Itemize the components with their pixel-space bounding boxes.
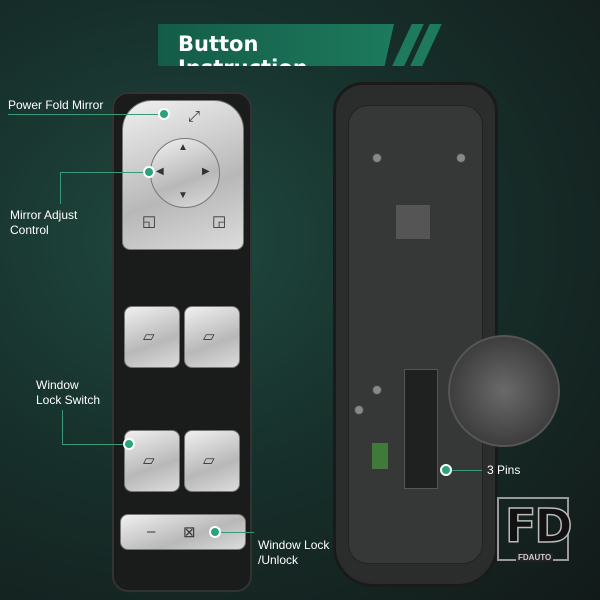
label-window-lock-unlock-2: /Unlock	[258, 553, 299, 567]
right-mirror-icon[interactable]: ◲	[212, 213, 227, 230]
connector-housing	[404, 369, 438, 489]
callout-line	[62, 410, 63, 444]
callout-dot	[158, 108, 170, 120]
callout-dot	[209, 526, 221, 538]
screw	[354, 405, 364, 415]
callout-line	[448, 470, 482, 471]
screw	[372, 385, 382, 395]
window-button-front-left[interactable]: ▱	[124, 306, 180, 368]
callout-dot	[123, 438, 135, 450]
left-mirror-icon[interactable]: ◱	[142, 213, 157, 230]
circuit-board	[372, 443, 388, 469]
label-mirror-adjust-2: Control	[10, 223, 49, 237]
lock-window-icon: ⊠	[183, 524, 196, 541]
mirror-joystick[interactable]	[150, 138, 220, 208]
label-three-pins: 3 Pins	[487, 463, 521, 477]
pins-closeup	[448, 335, 560, 447]
window-button-front-right[interactable]: ▱	[184, 306, 240, 368]
callout-line	[62, 444, 128, 445]
page-title: Button Instruction	[178, 32, 308, 80]
callout-line	[60, 172, 61, 204]
arrow-up-icon: ▲	[178, 142, 188, 153]
screw	[372, 153, 382, 163]
title-banner: Button Instruction	[158, 24, 394, 66]
fold-mirror-icon: ⤢	[188, 108, 201, 125]
label-window-lock-unlock-1: Window Lock	[258, 538, 330, 552]
label-window-lock-switch-1: Window	[36, 378, 79, 392]
label-window-lock-switch-2: Lock Switch	[36, 393, 101, 407]
back-plate	[348, 105, 483, 564]
arrow-right-icon: ▶	[202, 166, 210, 177]
callout-line	[60, 172, 148, 173]
screw	[456, 153, 466, 163]
callout-dot	[143, 166, 155, 178]
switch-back	[333, 82, 498, 587]
logo-text: FDAUTO	[516, 553, 554, 562]
window-button-rear-right[interactable]: ▱	[184, 430, 240, 492]
switch-front: ⤢ ▲ ▼ ◀ ▶ ◱ ◲ ▱ ▱ ▱ ▱ –⊠	[112, 92, 252, 592]
connector-pad	[396, 205, 430, 239]
callout-line	[8, 114, 163, 115]
callout-dot	[440, 464, 452, 476]
logo-mark: FD	[504, 498, 573, 554]
callout-line	[214, 532, 254, 533]
arrow-down-icon: ▼	[178, 190, 188, 201]
label-mirror-adjust-1: Mirror Adjust	[10, 208, 78, 222]
brand-logo: FD FDAUTO	[497, 497, 573, 562]
label-power-fold-mirror: Power Fold Mirror	[8, 98, 104, 112]
arrow-left-icon: ◀	[156, 166, 164, 177]
